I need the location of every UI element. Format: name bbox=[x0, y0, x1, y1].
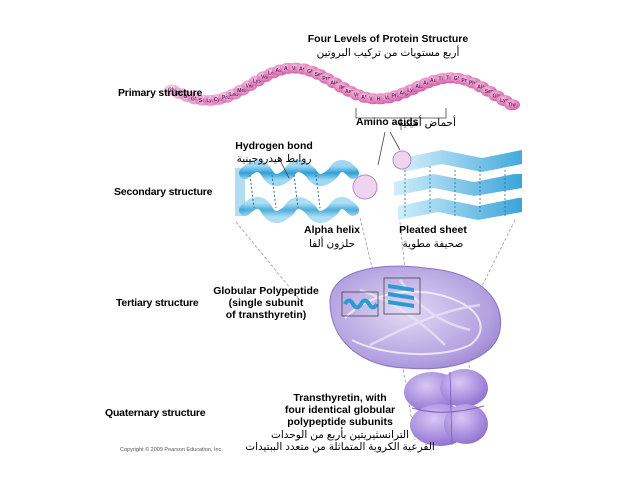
amino-acid-bead-label: Gly bbox=[492, 94, 500, 100]
copyright-notice: Copyright © 2009 Pearson Education, Inc. bbox=[120, 447, 223, 453]
alpha-helix-label: Alpha helix bbox=[303, 224, 361, 236]
pleated-sheet-label: Pleated sheet bbox=[399, 224, 467, 236]
amino-acid-bead-label: Pro bbox=[461, 78, 469, 84]
transthyretin-label-line3: polypeptide subunits bbox=[287, 416, 393, 428]
amino-acid-bead-label: Asp bbox=[275, 68, 284, 74]
amino-acid-bead-label: Asp bbox=[430, 78, 439, 84]
amino-acid-bead-label: Leu bbox=[229, 92, 238, 98]
transthyretin-label-line2: four identical globular bbox=[284, 404, 396, 416]
transthyretin-label-line1: Transthyretin, with bbox=[293, 392, 387, 404]
amino-acid-bead-label: His bbox=[377, 97, 385, 103]
amino-acid-bead-label: Lys bbox=[407, 87, 416, 93]
amino-acid-bead-label: Ile bbox=[339, 85, 345, 91]
amino-acid-bead-label: Phe bbox=[469, 81, 478, 87]
tertiary-structure-label: Tertiary structure bbox=[116, 297, 199, 309]
amino-acid-bead-label: Gly bbox=[307, 69, 315, 75]
amino-acids-label: Amino acids bbox=[356, 116, 419, 128]
amino-acid-bead-label: Gly bbox=[168, 88, 176, 94]
hydrogen-bond-label: Hydrogen bond bbox=[235, 140, 313, 152]
amino-acid-bead-label: Arg bbox=[399, 91, 408, 97]
primary-structure-label: Primary structure bbox=[118, 87, 203, 99]
globular-polypeptide-label-line2: (single subunit bbox=[228, 297, 304, 309]
amino-acid-bead-label: Ala bbox=[415, 84, 423, 90]
amino-acid-bead-label: Arg bbox=[299, 67, 308, 73]
amino-acid-pointer bbox=[355, 108, 447, 166]
amino-acid-bead-label: Cys bbox=[214, 97, 223, 103]
amino-acid-bead-label: Lys bbox=[206, 98, 215, 104]
amino-acid-chain: GlyThrGlyGluSerLysCysProLeuMetValLysValL… bbox=[164, 62, 520, 111]
amino-acid-bead-label: Val bbox=[246, 83, 254, 89]
amino-acid-bead-label: Phe bbox=[392, 94, 401, 100]
amino-acid-bead-label: Ala bbox=[477, 85, 485, 91]
amino-acid-bead-label: Pro bbox=[322, 76, 330, 82]
pleated-sheet-label-arabic: صحيفة مطوية bbox=[402, 238, 464, 250]
amino-acid-bead-label: Val bbox=[261, 74, 269, 80]
diagram-title: Four Levels of Protein Structure bbox=[307, 33, 469, 45]
quaternary-structure-label: Quaternary structure bbox=[105, 407, 206, 419]
amino-acid-bead-label: Lys bbox=[500, 98, 509, 104]
transthyretin-label-arabic-line2: الفرعية الكروية المتماثلة من متعدد الببت… bbox=[245, 441, 435, 453]
globular-polypeptide-label-line1: Globular Polypeptide bbox=[213, 285, 319, 297]
transthyretin-label-arabic-line1: الترانسثيريتين بأربع من الوحدات bbox=[270, 429, 410, 441]
amino-acid-bead-label: Ala bbox=[330, 81, 338, 87]
amino-acid-bead-label: Ser bbox=[485, 89, 493, 95]
amino-acid-bead bbox=[504, 99, 520, 111]
amino-acid-bead-label: Ala bbox=[423, 81, 431, 87]
amino-acid-bead-label: Leu bbox=[268, 71, 277, 77]
globular-polypeptide-label-line3: of transthyretin) bbox=[225, 309, 307, 321]
alpha-helix-graphic bbox=[235, 159, 378, 223]
amino-acid-bead-label: Pro bbox=[222, 95, 230, 101]
amino-acid-bead-label: Ser bbox=[315, 72, 323, 78]
amino-acid-bead-label: Thr bbox=[176, 91, 184, 97]
pleated-sheet-graphic bbox=[392, 150, 522, 220]
tertiary-globule-graphic bbox=[329, 265, 502, 370]
amino-acid-bead-label: Thr bbox=[508, 102, 516, 108]
quaternary-tetramer-graphic bbox=[404, 369, 488, 446]
secondary-structure-label: Secondary structure bbox=[114, 186, 213, 198]
hydrogen-bond-label-arabic: روابط هيدروجينية bbox=[236, 153, 312, 165]
amino-acids-label-arabic: أحماض أمينية bbox=[398, 117, 456, 129]
amino-acid-bead-label: Asn bbox=[345, 89, 354, 95]
diagram-title-arabic: أربع مستويات من تركيب البروتين bbox=[316, 47, 460, 59]
amino-acid-bead-label: Val bbox=[385, 96, 393, 102]
amino-acid-bead-label: Met bbox=[237, 88, 246, 94]
alpha-helix-label-arabic: حلزون ألفا bbox=[308, 238, 356, 250]
amino-acid-bead-label: Lys bbox=[253, 79, 262, 85]
